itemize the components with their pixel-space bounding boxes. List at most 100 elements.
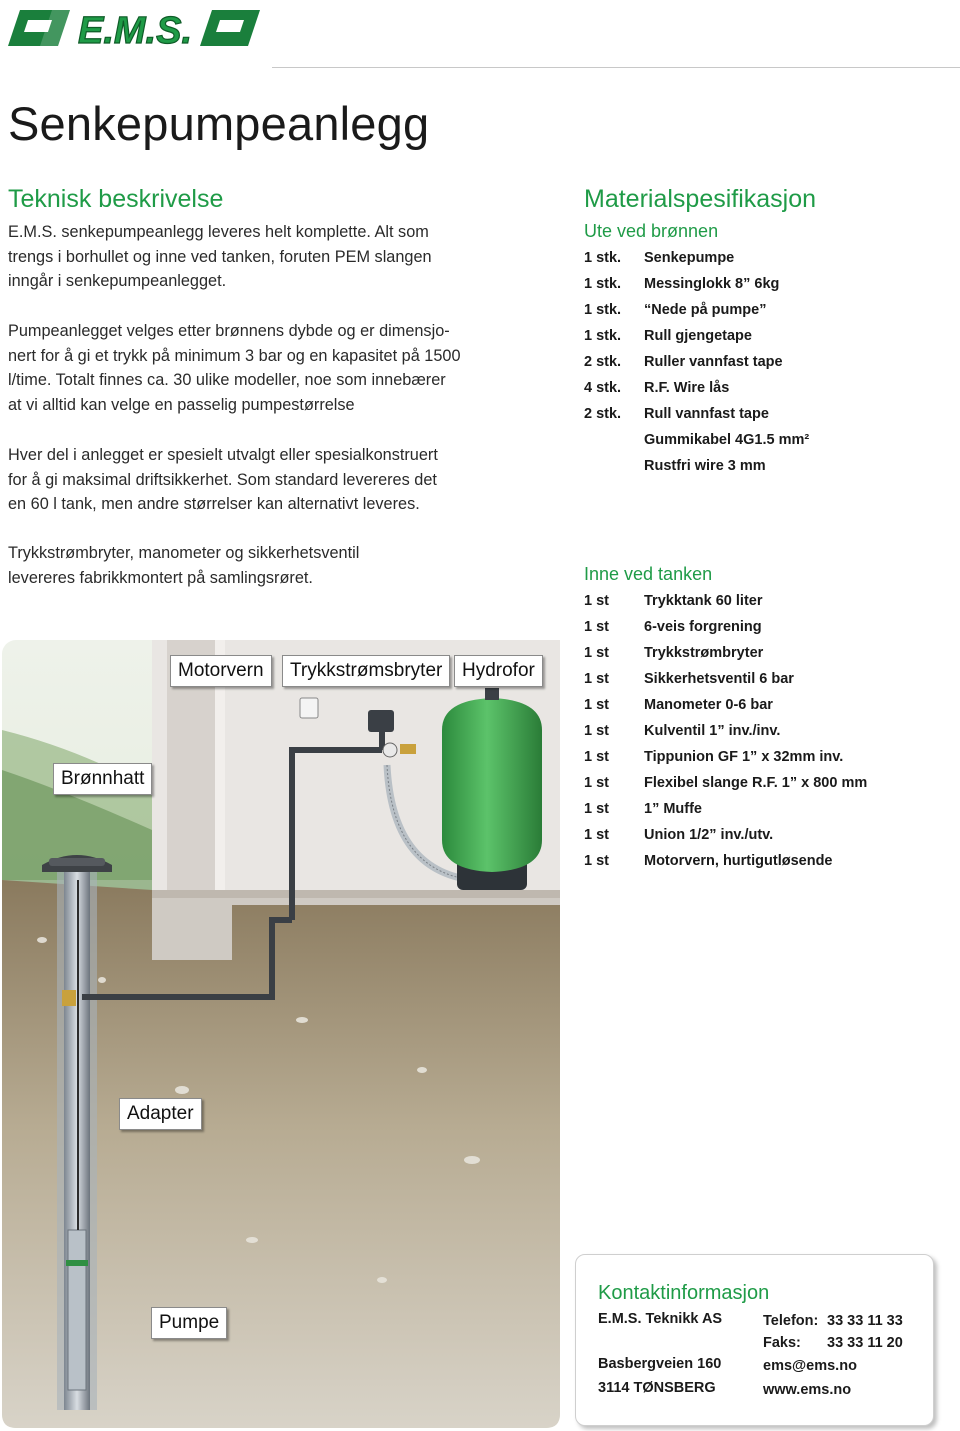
spec-item: 6-veis forgrening <box>644 619 762 635</box>
spec-row: 1 st Union 1/2” inv./utv. <box>584 822 867 848</box>
spec-item: Rull vannfast tape <box>644 406 769 422</box>
spec-item: Flexibel slange R.F. 1” x 800 mm <box>644 775 868 791</box>
spec-item: Gummikabel 4G1.5 mm² <box>644 432 810 448</box>
text-line: Pumpeanlegget velges etter brønnens dybd… <box>8 322 450 340</box>
spec-item: Union 1/2” inv./utv. <box>644 827 774 843</box>
ems-logo: E.M.S. <box>8 9 260 50</box>
label-hydrofor: Hydrofor <box>454 655 543 687</box>
spec-item: Trykktank 60 liter <box>644 593 763 609</box>
text-line: nert for å gi et trykk på minimum 3 bar … <box>8 346 461 365</box>
subheading-ute: Ute ved brønnen <box>584 221 719 241</box>
spec-item: Senkepumpe <box>644 250 735 266</box>
spec-qty: 1 st <box>584 671 609 687</box>
spec-qty: 1 st <box>584 749 609 765</box>
spec-row: 1 stk. Rull gjengetape <box>584 323 809 349</box>
spec-row: 1 st Manometer 0-6 bar <box>584 692 867 718</box>
section-heading-teknisk: Teknisk beskrivelse <box>8 185 224 213</box>
spec-row: 1 st Trykktank 60 liter <box>584 588 867 614</box>
spec-item: Messinglokk 8” 6kg <box>644 276 780 292</box>
pump-installation-illustration <box>2 640 560 1428</box>
spec-item: Ruller vannfast tape <box>644 354 783 370</box>
contact-email[interactable]: ems@ems.no <box>763 1358 857 1374</box>
section-heading-materials: Materialspesifikasjon <box>584 185 817 213</box>
contact-box: Kontaktinformasjon E.M.S. Teknikk AS Bas… <box>575 1254 934 1426</box>
spec-list-inne: 1 st Trykktank 60 liter 1 st 6-veis forgre… <box>584 588 867 874</box>
text-line: levereres fabrikkmontert på samlingsrøre… <box>8 568 313 587</box>
logo-text: E.M.S. <box>78 10 192 50</box>
spec-row: 4 stk. R.F. Wire lås <box>584 375 809 401</box>
contact-street: Basbergveien 160 <box>598 1356 722 1372</box>
subheading-inne: Inne ved tanken <box>584 564 713 584</box>
spec-row: 1 st Motorvern, hurtigutløsende <box>584 848 867 874</box>
spec-row: 1 st 6-veis forgrening <box>584 614 867 640</box>
fax-number: 33 33 11 20 <box>827 1335 903 1351</box>
contact-city: 3114 TØNSBERG <box>598 1380 716 1396</box>
spec-row: 2 stk.Rull vannfast tape <box>584 401 809 427</box>
text-line: E.M.S. senkepumpeanlegg leveres helt kom… <box>8 223 429 241</box>
text-line: en 60 l tank, men andre størrelser kan a… <box>8 495 420 513</box>
phone-number: 33 33 11 33 <box>827 1313 903 1329</box>
spec-qty: 1 stk. <box>584 276 622 292</box>
paragraph-dimension: Pumpeanlegget velges etter brønnens dybd… <box>8 319 478 417</box>
spec-qty: 4 stk. <box>584 380 622 396</box>
text-line: l/time. Totalt finnes ca. 30 ulike model… <box>8 371 446 389</box>
paragraph-factory: Trykkstrømbryter, manometer og sikkerhet… <box>8 541 478 590</box>
text-line: Hver del i anlegget er spesielt utvalgt … <box>8 446 438 464</box>
label-pumpe: Pumpe <box>151 1307 228 1339</box>
header-rule <box>272 67 960 68</box>
spec-item: Rull gjengetape <box>644 328 752 344</box>
spec-row: 1 st Tippunion GF 1” x 32mm inv. <box>584 744 867 770</box>
text-line: trengs i borhullet og inne ved tanken, f… <box>8 247 432 266</box>
spec-item: Kulventil 1” inv./inv. <box>644 723 781 739</box>
spec-qty: 1 st <box>584 827 609 843</box>
spec-row: Gummikabel 4G1.5 mm² <box>584 427 809 453</box>
fax-label: Faks: <box>763 1335 801 1351</box>
spec-qty: 1 st <box>584 645 609 661</box>
page-title: Senkepumpeanlegg <box>8 97 430 150</box>
spec-row: 1 st Kulventil 1” inv./inv. <box>584 718 867 744</box>
spec-row: 1 st Trykkstrømbryter <box>584 640 867 666</box>
label-bronnhatt: Brønnhatt <box>53 763 153 795</box>
spec-item: Sikkerhetsventil 6 bar <box>644 671 794 687</box>
spec-item: Tippunion GF 1” x 32mm inv. <box>644 749 844 765</box>
spec-item: Motorvern, hurtigutløsende <box>644 853 833 869</box>
spec-qty: 2 stk. <box>584 354 622 370</box>
paragraph-intro: E.M.S. senkepumpeanlegg leveres helt kom… <box>8 220 478 294</box>
spec-qty: 1 st <box>584 775 609 791</box>
spec-row: 1 stk. “Nede på pumpe” <box>584 297 809 323</box>
spec-qty: 1 st <box>584 723 609 739</box>
label-trykkstromsbryter: Trykkstrømsbryter <box>282 655 451 687</box>
contact-heading: Kontaktinformasjon <box>598 1282 770 1304</box>
spec-row: 1 stk. Senkepumpe <box>584 245 809 271</box>
text-line: for å gi maksimal driftsikkerhet. Som st… <box>8 470 437 489</box>
spec-qty: 1 stk. <box>584 250 622 266</box>
spec-item: Trykkstrømbryter <box>644 645 764 661</box>
spec-qty: 1 st <box>584 801 609 817</box>
spec-qty: 1 st <box>584 853 609 869</box>
text-line: at vi alltid kan velge en passelig pumpe… <box>8 395 355 414</box>
spec-qty: 1 stk. <box>584 302 622 318</box>
contact-company: E.M.S. Teknikk AS <box>598 1311 723 1327</box>
spec-row: Rustfri wire 3 mm <box>584 453 809 479</box>
spec-item: R.F. Wire lås <box>644 380 730 396</box>
text-line: Trykkstrømbryter, manometer og sikkerhet… <box>8 544 360 562</box>
spec-qty: 1 st <box>584 619 609 635</box>
text-line: inngår i senkepumpeanlegget. <box>8 272 227 290</box>
spec-row: 1 stk. Messinglokk 8” 6kg <box>584 271 809 297</box>
spec-item: Rustfri wire 3 mm <box>644 458 766 474</box>
label-adapter: Adapter <box>119 1098 202 1130</box>
spec-row: 1 st Flexibel slange R.F. 1” x 800 mm <box>584 770 867 796</box>
contact-website[interactable]: www.ems.no <box>763 1382 852 1398</box>
spec-item: “Nede på pumpe” <box>644 302 767 318</box>
phone-label: Telefon: <box>763 1313 819 1329</box>
spec-row: 1 st Sikkerhetsventil 6 bar <box>584 666 867 692</box>
paragraph-reliability: Hver del i anlegget er spesielt utvalgt … <box>8 443 478 517</box>
label-motorvern: Motorvern <box>170 655 272 687</box>
spec-qty: 1 st <box>584 593 609 609</box>
spec-qty: 1 stk. <box>584 328 622 344</box>
spec-qty: 1 st <box>584 697 609 713</box>
spec-list-ute: 1 stk. Senkepumpe 1 stk. Messinglokk 8” 6k… <box>584 245 809 479</box>
spec-row: 2 stk. Ruller vannfast tape <box>584 349 809 375</box>
spec-item: Manometer 0-6 bar <box>644 697 773 713</box>
